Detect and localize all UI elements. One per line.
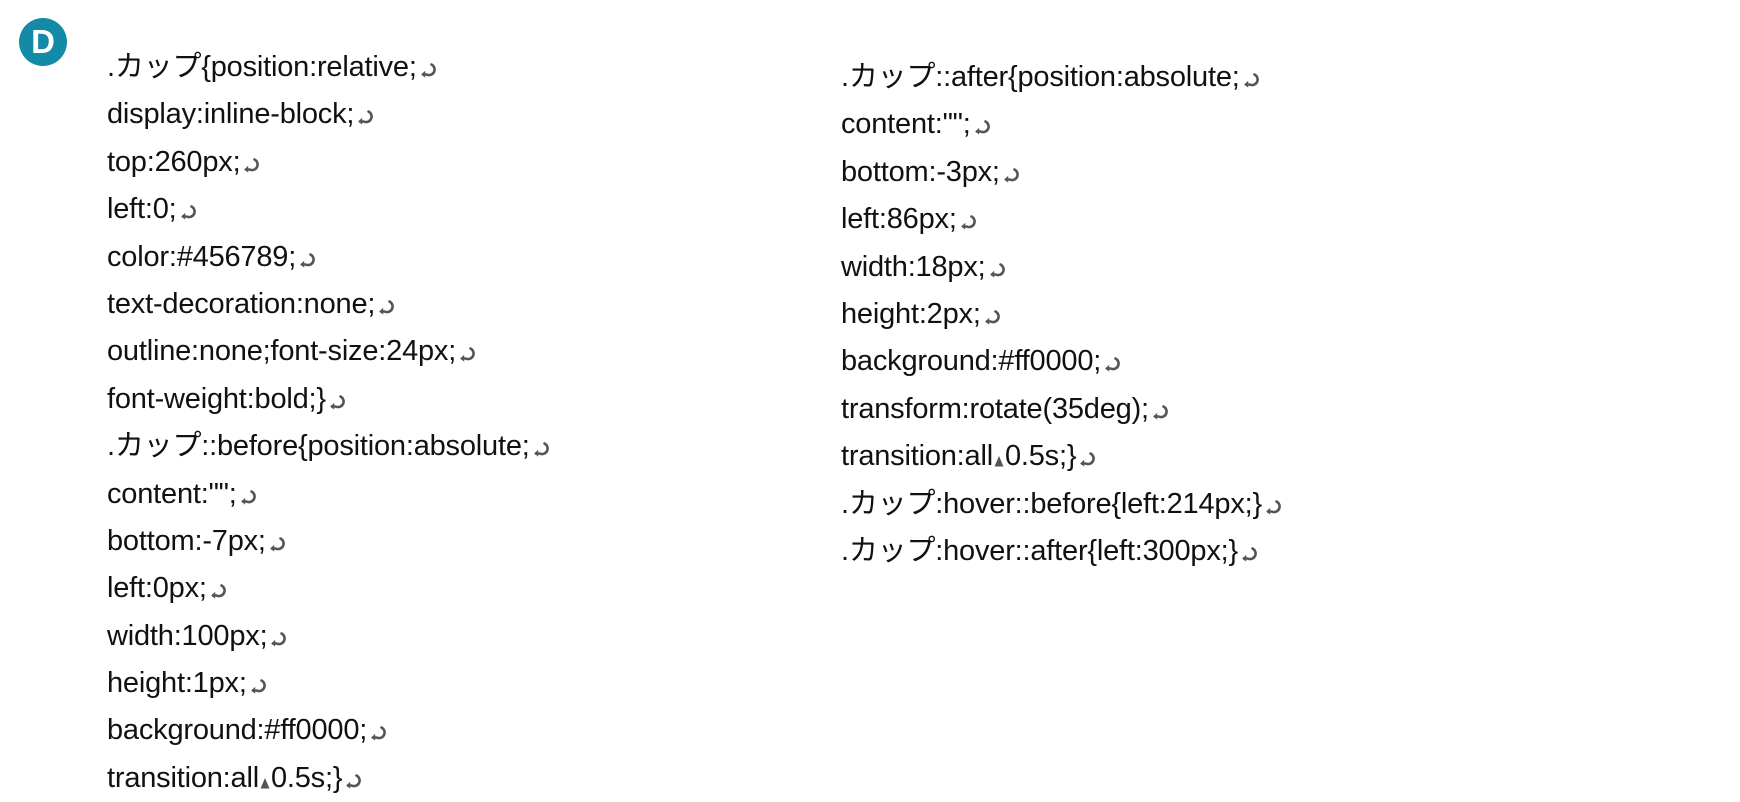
code-line: bottom:-7px; (107, 518, 549, 565)
code-text: height:2px; (841, 297, 981, 330)
code-text: width:18px; (841, 250, 986, 283)
code-column-right: .カップ::after{position:absolute;content:""… (841, 54, 1281, 575)
code-line: font-weight:bold;} (107, 376, 549, 423)
space-triangle-icon (994, 455, 1004, 467)
return-arrow-icon (1242, 71, 1259, 88)
code-text: content:""; (107, 477, 237, 510)
return-arrow-icon (1240, 545, 1257, 562)
code-line: width:18px; (841, 244, 1281, 291)
return-arrow-icon (959, 213, 976, 230)
code-text: .カップ:hover::before{left:214px;} (841, 487, 1262, 520)
code-text: .カップ::before{position:absolute; (107, 430, 530, 463)
return-arrow-icon (239, 488, 256, 505)
code-text: top:260px; (107, 145, 241, 178)
code-line: .カップ::after{position:absolute; (841, 54, 1281, 101)
code-line: top:260px; (107, 139, 549, 186)
code-text: content:""; (841, 108, 971, 141)
return-arrow-icon (344, 772, 362, 789)
code-text: display:inline-block; (107, 98, 355, 131)
return-arrow-icon (983, 308, 1000, 325)
code-line: height:2px; (841, 291, 1281, 338)
code-line: display:inline-block; (107, 91, 549, 138)
code-text: outline:none;font-size:24px; (107, 335, 457, 368)
return-arrow-icon (532, 440, 549, 457)
code-text: .カップ:hover::after{left:300px;} (841, 534, 1238, 567)
code-text: transition:all (107, 761, 259, 794)
code-line: .カップ:hover::before{left:214px;} (841, 481, 1281, 528)
code-line: .カップ:hover::after{left:300px;} (841, 528, 1281, 575)
code-text: background:#ff0000; (107, 714, 368, 747)
code-text: text-decoration:none; (107, 287, 376, 320)
space-triangle-icon (260, 777, 270, 789)
return-arrow-icon (1264, 498, 1281, 515)
code-text: .カップ::after{position:absolute; (841, 61, 1240, 93)
code-line: left:0px; (107, 565, 549, 612)
code-line: transition:all 0.5s;} (841, 433, 1281, 480)
return-arrow-icon (268, 535, 285, 552)
code-line: bottom:-3px; (841, 149, 1281, 196)
code-text: 0.5s;} (1004, 440, 1077, 473)
code-text: background:#ff0000; (841, 345, 1102, 378)
return-arrow-icon (369, 724, 386, 742)
label-badge: D (19, 18, 67, 66)
return-arrow-icon (328, 393, 345, 410)
code-text: left:0px; (107, 572, 207, 605)
code-text: .カップ{position:relative; (107, 51, 417, 83)
code-text: height:1px; (107, 667, 247, 700)
code-line: content:""; (841, 101, 1281, 148)
code-text: 0.5s;} (270, 761, 343, 794)
code-line: .カップ::before{position:absolute; (107, 423, 549, 470)
code-text: left:0; (107, 193, 177, 226)
code-text: font-weight:bold;} (107, 382, 326, 415)
code-text: left:86px; (841, 203, 957, 236)
code-text: bottom:-3px; (841, 155, 1000, 188)
return-arrow-icon (249, 677, 266, 694)
code-line: width:100px; (107, 613, 549, 660)
code-line: background:#ff0000; (107, 707, 549, 754)
code-line: left:0; (107, 186, 549, 233)
code-line: transition:all 0.5s;} (107, 755, 549, 802)
return-arrow-icon (419, 61, 436, 78)
code-text: width:100px; (107, 619, 268, 652)
return-arrow-icon (377, 298, 395, 315)
return-arrow-icon (1002, 166, 1019, 183)
code-line: background:#ff0000; (841, 338, 1281, 385)
code-text: bottom:-7px; (107, 524, 266, 557)
code-text: color:#456789; (107, 240, 297, 273)
return-arrow-icon (1103, 355, 1120, 372)
code-line: color:#456789; (107, 234, 549, 281)
return-arrow-icon (973, 118, 990, 135)
return-arrow-icon (179, 203, 196, 220)
return-arrow-icon (209, 582, 226, 599)
code-line: transform:rotate(35deg); (841, 386, 1281, 433)
return-arrow-icon (298, 251, 315, 268)
code-line: .カップ{position:relative; (107, 44, 549, 91)
return-arrow-icon (269, 630, 287, 647)
return-arrow-icon (1078, 450, 1096, 467)
code-text: transform:rotate(35deg); (841, 392, 1149, 425)
code-line: outline:none;font-size:24px; (107, 328, 549, 375)
return-arrow-icon (356, 108, 374, 125)
code-line: left:86px; (841, 196, 1281, 243)
code-column-left: .カップ{position:relative; display:inline-bl… (107, 44, 549, 802)
code-line: content:""; (107, 471, 549, 518)
code-text: transition:all (841, 440, 993, 473)
return-arrow-icon (988, 261, 1005, 278)
return-arrow-icon (458, 345, 475, 362)
return-arrow-icon (1151, 403, 1168, 420)
code-line: height:1px; (107, 660, 549, 707)
return-arrow-icon (242, 156, 260, 173)
code-line: text-decoration:none; (107, 281, 549, 328)
